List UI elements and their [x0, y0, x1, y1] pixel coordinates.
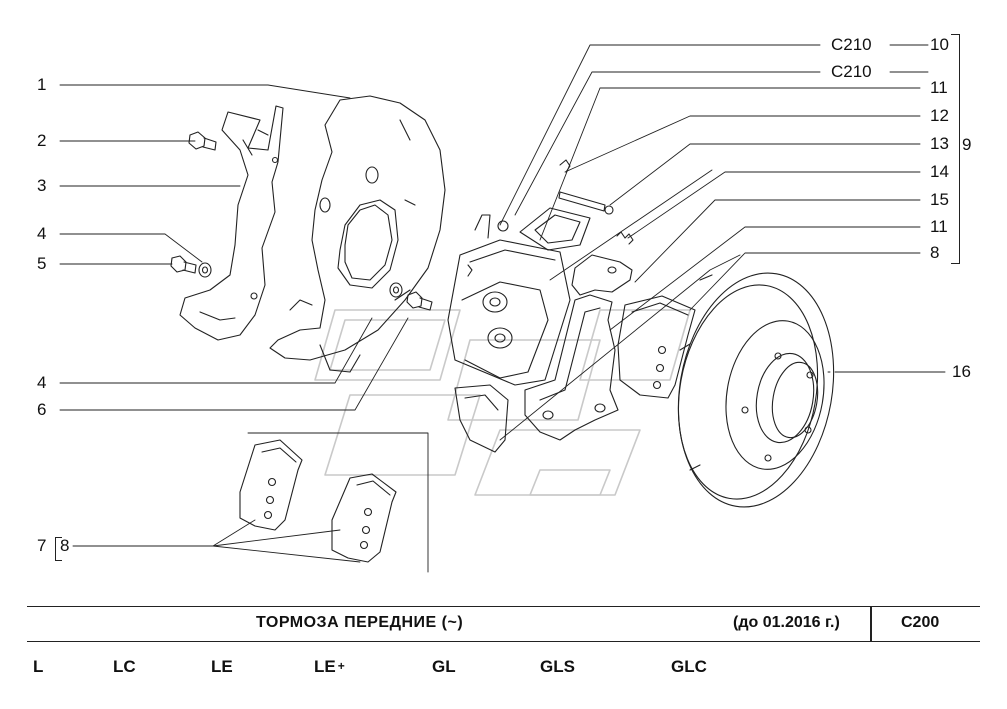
variant-gls: GLS [540, 657, 575, 676]
callout-7: 7 [37, 536, 47, 555]
pad-clip [571, 254, 633, 296]
leader-lines [59, 44, 946, 573]
callout-8b: 8 [930, 243, 940, 262]
callout-5: 5 [37, 254, 47, 273]
section-code: C200 [901, 614, 940, 631]
callout-12: 12 [930, 106, 949, 125]
shield-bracket [179, 105, 284, 341]
callout-9: 9 [962, 135, 972, 154]
callout-1: 1 [37, 75, 47, 94]
variant-le-plus: LE+ [314, 657, 345, 676]
callout-4a: 4 [37, 224, 47, 243]
brake-disc [677, 272, 835, 508]
callout-14: 14 [930, 162, 949, 181]
bracket-7-8 [55, 537, 62, 561]
dust-shield [269, 95, 446, 373]
watermark [314, 309, 691, 496]
callout-15: 15 [930, 190, 949, 209]
page-title: ТОРМОЗА ПЕРЕДНИЕ (~) [256, 614, 464, 631]
anti-rattle-plate [519, 207, 591, 251]
brake-pad-right [617, 295, 696, 399]
callout-11a: 11 [930, 78, 948, 97]
callout-6: 6 [37, 400, 47, 419]
callout-c210a: C210 [831, 35, 872, 54]
bolt-6 [406, 291, 433, 311]
callout-4b: 4 [37, 373, 47, 392]
spring [616, 231, 634, 245]
brake-exploded-diagram [59, 44, 946, 573]
callout-16: 16 [952, 362, 971, 381]
variant-l: L [33, 657, 44, 676]
variant-glc: GLC [671, 657, 707, 676]
variant-le: LE [211, 657, 233, 676]
variant-lc: LC [113, 657, 136, 676]
callout-2: 2 [37, 131, 47, 150]
caliper-carrier [454, 294, 619, 453]
guide-pin [558, 191, 614, 215]
bracket-9 [951, 34, 960, 264]
divider [870, 607, 872, 641]
variant-gl: GL [432, 657, 456, 676]
pad-set [239, 439, 397, 563]
caliper-body [447, 214, 571, 386]
callout-11b: 11 [930, 217, 948, 236]
validity-date: (до 01.2016 г.) [733, 614, 840, 631]
bolt-5 [170, 255, 212, 278]
callout-13: 13 [930, 134, 949, 153]
washer-4b [389, 282, 403, 298]
callout-3: 3 [37, 176, 47, 195]
callout-8a: 8 [60, 536, 70, 555]
callout-c210b: C210 [831, 62, 872, 81]
title-block: ТОРМОЗА ПЕРЕДНИЕ (~) (до 01.2016 г.) C20… [27, 606, 980, 642]
callout-10: 10 [930, 35, 949, 54]
bolt-2 [188, 131, 217, 151]
retaining-clip [559, 159, 571, 173]
